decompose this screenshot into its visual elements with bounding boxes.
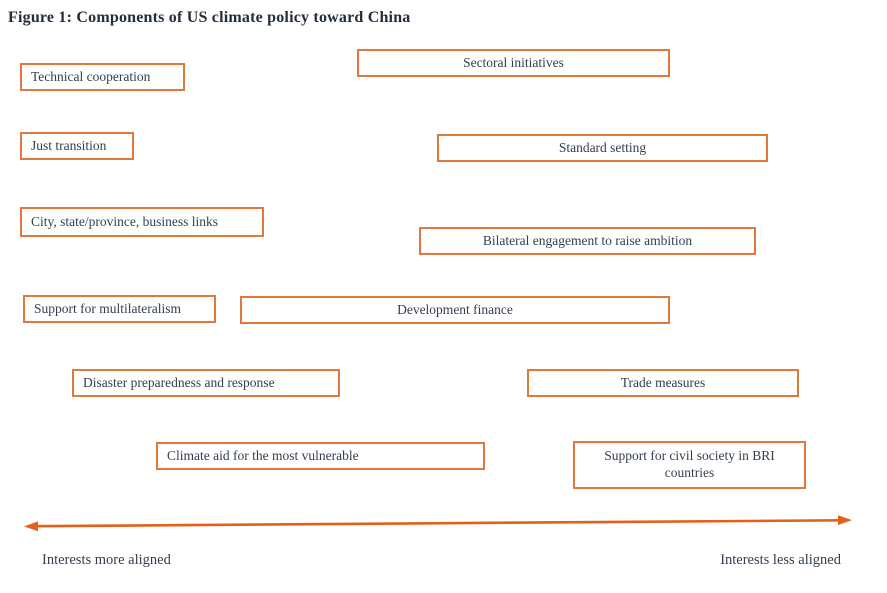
policy-box-support-for-multilateralism: Support for multilateralism bbox=[23, 295, 216, 323]
policy-box-climate-aid: Climate aid for the most vulnerable bbox=[156, 442, 485, 470]
policy-box-sectoral-initiatives: Sectoral initiatives bbox=[357, 49, 670, 77]
axis-label-more-aligned: Interests more aligned bbox=[42, 552, 171, 568]
policy-box-standard-setting: Standard setting bbox=[437, 134, 768, 162]
policy-box-label: Support for multilateralism bbox=[34, 300, 181, 316]
policy-box-trade-measures: Trade measures bbox=[527, 369, 799, 397]
policy-box-label: Climate aid for the most vulnerable bbox=[167, 447, 359, 463]
policy-box-civil-society-bri: Support for civil society in BRI countri… bbox=[573, 441, 806, 489]
spectrum-arrow bbox=[24, 515, 852, 532]
policy-box-disaster-preparedness: Disaster preparedness and response bbox=[72, 369, 340, 397]
policy-box-label: Sectoral initiatives bbox=[463, 54, 564, 70]
policy-box-development-finance: Development finance bbox=[240, 296, 670, 324]
policy-box-bilateral-engagement: Bilateral engagement to raise ambition bbox=[419, 227, 756, 255]
axis-label-less-aligned: Interests less aligned bbox=[720, 552, 841, 568]
policy-box-label: Disaster preparedness and response bbox=[83, 374, 275, 390]
policy-box-technical-cooperation: Technical cooperation bbox=[20, 63, 185, 91]
axis-line bbox=[35, 519, 841, 528]
policy-box-label: City, state/province, business links bbox=[31, 213, 218, 229]
policy-box-label: Standard setting bbox=[558, 139, 647, 155]
policy-box-city-state-province-business-links: City, state/province, business links bbox=[20, 207, 264, 237]
arrowhead-left-icon bbox=[24, 521, 38, 532]
policy-box-label: Technical cooperation bbox=[31, 68, 151, 84]
policy-box-label: Trade measures bbox=[620, 374, 706, 390]
arrowhead-right-icon bbox=[838, 515, 852, 525]
policy-box-label: Just transition bbox=[31, 137, 107, 153]
policy-box-label: Bilateral engagement to raise ambition bbox=[482, 232, 693, 248]
figure-title: Figure 1: Components of US climate polic… bbox=[8, 9, 411, 26]
policy-box-just-transition: Just transition bbox=[20, 132, 134, 160]
policy-box-label: Development finance bbox=[397, 301, 513, 317]
policy-box-label: Support for civil society in BRI countri… bbox=[604, 448, 775, 480]
